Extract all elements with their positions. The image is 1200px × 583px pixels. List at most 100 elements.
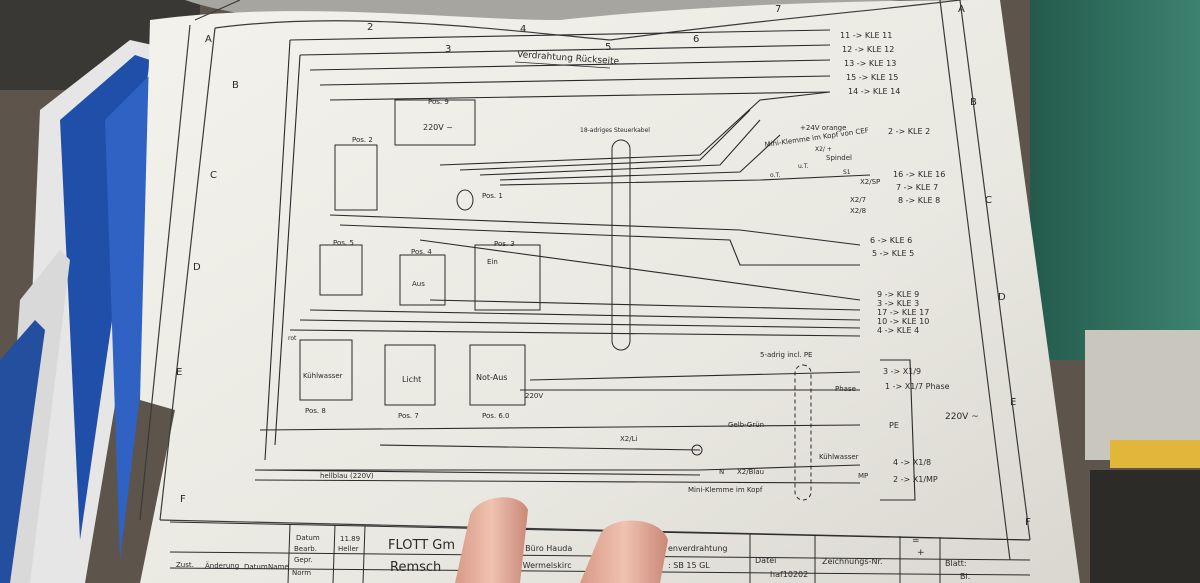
- terminals-top: 11 -> KLE 11 12 -> KLE 12 13 -> KLE 13 1…: [840, 31, 900, 96]
- tb-zeichnung: Zeichnungs-Nr.: [822, 557, 883, 566]
- label-aus: Aus: [412, 280, 425, 288]
- label-pos8: Pos. 8: [305, 407, 326, 415]
- schematic-paper: [140, 0, 1080, 583]
- label-pos60: Pos. 6.0: [482, 412, 509, 420]
- terminal-kle9: 9 -> KLE 9: [877, 290, 919, 299]
- label-hellblau: hellblau (220V): [320, 472, 374, 480]
- terminal-kle14: 14 -> KLE 14: [848, 87, 900, 96]
- component-boxes: [299, 99, 812, 501]
- terminal-x1-9: 3 -> X1/9: [883, 367, 921, 376]
- label-ut: u.T.: [798, 163, 809, 170]
- terminal-kle11: 11 -> KLE 11: [840, 31, 892, 40]
- label-ein: Ein: [487, 258, 498, 266]
- terminal-kle16: 16 -> KLE 16: [893, 170, 945, 179]
- terminals-lower: 6 -> KLE 6 5 -> KLE 5: [870, 236, 914, 258]
- label-220v: 220V: [525, 392, 543, 400]
- label-pos2: Pos. 2: [352, 136, 373, 144]
- tb-zust: Zust.: [176, 561, 194, 569]
- grid-col-6: 6: [693, 34, 699, 45]
- grid-row-a: A: [205, 34, 212, 45]
- grid-row-f-right: F: [1025, 517, 1031, 528]
- grid-row-labels: A B C D E F A B C D E F: [176, 4, 1031, 528]
- label-x2-7: X2/7: [850, 196, 866, 204]
- label-220v-ac: 220V ~: [945, 412, 979, 422]
- tb-aenderung: Änderung: [205, 561, 239, 570]
- tb-norm: Norm: [292, 569, 311, 577]
- label-kuehlwasser2: Kühlwasser: [819, 453, 859, 461]
- terminal-kle13: 13 -> KLE 13: [844, 59, 896, 68]
- terminal-kle2: 2 -> KLE 2: [888, 127, 930, 136]
- terminal-kle6: 6 -> KLE 6: [870, 236, 912, 245]
- terminal-kle10: 10 -> KLE 10: [877, 317, 929, 326]
- yellow-bracket: [1110, 440, 1200, 468]
- tb-blatt: Blatt:: [945, 559, 967, 568]
- grid-row-b: B: [232, 80, 239, 91]
- grid-row-f: F: [180, 494, 186, 505]
- grid-row-d: D: [193, 262, 201, 273]
- label-rot: rot: [288, 335, 297, 342]
- tb-bl: Bl.: [960, 572, 970, 581]
- tb-wermels: 2 Wermelskirc: [515, 561, 572, 570]
- tb-company: FLOTT Gm: [388, 538, 455, 553]
- tb-datum: Datum: [296, 534, 320, 542]
- gray-machine-box: [1085, 330, 1200, 460]
- label-pos4: Pos. 4: [411, 248, 432, 256]
- grid-row-c: C: [210, 170, 217, 181]
- tb-name: Name: [268, 563, 289, 571]
- label-x2sp: X2/SP: [860, 178, 880, 186]
- label-mp: MP: [858, 472, 868, 480]
- label-miniklemme-kopf: Mini-Klemme im Kopf: [688, 486, 763, 494]
- tb-eq: =: [912, 536, 920, 546]
- terminals-mid: 2 -> KLE 2 16 -> KLE 16 7 -> KLE 7 8 -> …: [888, 127, 945, 205]
- lamp-icon: [691, 444, 703, 456]
- terminal-x1-mp: 2 -> X1/MP: [893, 475, 938, 484]
- label-x2-8: X2/8: [850, 207, 866, 215]
- label-pos3: Pos. 3: [494, 240, 515, 248]
- label-pos9-volt: 220V ~: [423, 123, 453, 132]
- terminals-bottom: 9 -> KLE 9 3 -> KLE 3 17 -> KLE 17 10 ->…: [877, 290, 929, 335]
- grid-row-e-right: E: [1010, 397, 1016, 408]
- terminal-kle5: 5 -> KLE 5: [872, 249, 914, 258]
- label-cable5: 5-adrig incl. PE: [760, 351, 812, 359]
- label-x2blau: X2/Blau: [737, 468, 764, 476]
- tb-model: : SB 15 GL: [668, 561, 710, 570]
- terminals-x1: 3 -> X1/9 1 -> X1/7 Phase 4 -> X1/8 2 ->…: [883, 367, 950, 484]
- terminal-kle8: 8 -> KLE 8: [898, 196, 940, 205]
- label-ot: o.T.: [770, 172, 780, 179]
- tb-bearb: Bearb.: [294, 545, 317, 553]
- label-s1: S1: [843, 169, 851, 176]
- grid-row-d-right: D: [998, 292, 1006, 303]
- label-pos1: Pos. 1: [482, 192, 503, 200]
- tb-verdrahtung: enverdrahtung: [668, 544, 728, 553]
- hand-fingers: [455, 497, 668, 583]
- terminal-x1-8: 4 -> X1/8: [893, 458, 931, 467]
- grid-row-b-right: B: [970, 97, 977, 108]
- green-machine-panel: [1030, 0, 1200, 360]
- tb-buero: g. Büro Hauda: [515, 544, 572, 553]
- dark-bottom-right: [1090, 470, 1200, 583]
- grid-col-4: 4: [520, 24, 526, 35]
- label-n: N: [719, 468, 724, 476]
- tb-city: Remsch: [390, 560, 441, 575]
- label-pe: PE: [889, 421, 899, 430]
- terminal-kle17: 17 -> KLE 17: [877, 308, 929, 317]
- label-pos5: Pos. 5: [333, 239, 354, 247]
- grid-row-e: E: [176, 367, 182, 378]
- tb-datum2: Datum: [244, 563, 268, 571]
- tb-bearb-val: Heller: [338, 545, 359, 553]
- grid-row-a-right: A: [958, 4, 965, 15]
- tb-gepr: Gepr.: [294, 556, 313, 564]
- label-24v: +24V orange: [800, 124, 846, 132]
- label-pos7: Pos. 7: [398, 412, 419, 420]
- tb-datei: Datei: [755, 556, 776, 565]
- grid-row-c-right: C: [985, 195, 992, 206]
- label-kuehlwasser: Kühlwasser: [303, 372, 343, 380]
- tb-datum-val: 11.89: [340, 535, 360, 543]
- grid-col-5: 5: [605, 42, 611, 53]
- label-licht: Licht: [402, 375, 421, 384]
- tb-datei-val: haf10202: [770, 570, 808, 579]
- label-cable18: 18-adriges Steuerkabel: [580, 127, 650, 134]
- label-spindel: Spindel: [826, 154, 852, 162]
- label-pos9: Pos. 9: [428, 98, 449, 106]
